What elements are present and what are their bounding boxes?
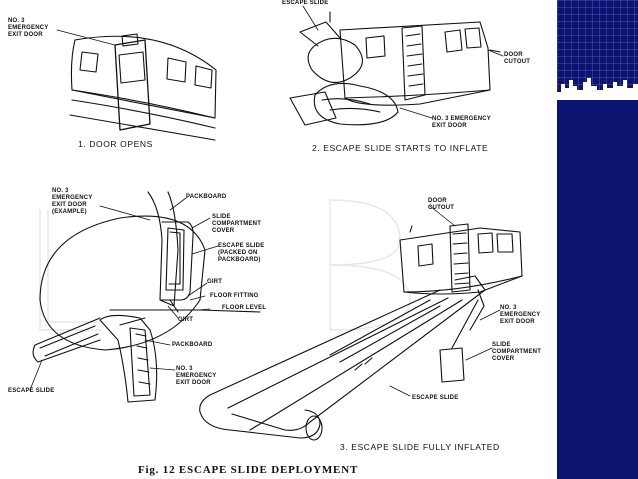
label-slide-compartment-cover-panel4: SLIDE COMPARTMENT COVER xyxy=(492,342,542,362)
label-floor-level: FLOOR LEVEL xyxy=(222,305,267,311)
watermark xyxy=(39,199,411,331)
label-slide-compartment-cover: SLIDE COMPARTMENT COVER xyxy=(212,214,262,234)
sidebar-art xyxy=(557,0,638,479)
label-girt-lower: GIRT xyxy=(178,317,194,323)
caption-slide-starts-to-inflate: 2. ESCAPE SLIDE STARTS TO INFLATE xyxy=(312,143,489,153)
label-no3-exit-door-example: NO. 3 EMERGENCY EXIT DOOR (EXAMPLE) xyxy=(52,188,93,215)
line-art xyxy=(29,5,523,441)
panel-door-opens xyxy=(69,33,217,141)
label-packboard-bottom: PACKBOARD xyxy=(172,342,213,348)
label-escape-slide-packed: ESCAPE SLIDE (PACKED ON PACKBOARD) xyxy=(218,243,265,263)
label-escape-slide-panel2: ESCAPE SLIDE xyxy=(282,0,329,6)
label-door-cutout-panel4: DOOR CUTOUT xyxy=(428,198,455,211)
label-escape-slide-lower: ESCAPE SLIDE xyxy=(8,388,55,394)
label-girt-upper: GIRT xyxy=(207,279,223,285)
label-no3-exit-door-panel1: NO. 3 EMERGENCY EXIT DOOR xyxy=(8,18,49,38)
label-door-cutout-panel2: DOOR CUTOUT xyxy=(504,52,531,65)
caption-door-opens: 1. DOOR OPENS xyxy=(78,139,153,149)
skyline xyxy=(557,78,638,100)
panel-slide-inflating xyxy=(289,11,501,126)
figure-title: Fig. 12 ESCAPE SLIDE DEPLOYMENT xyxy=(138,464,359,476)
caption-slide-fully-inflated: 3. ESCAPE SLIDE FULLY INFLATED xyxy=(340,442,500,452)
label-no3-exit-door-panel4: NO. 3 EMERGENCY EXIT DOOR xyxy=(500,305,541,325)
label-floor-fitting: FLOOR FITTING xyxy=(210,293,259,299)
label-no3-exit-door-panel2: NO. 3 EMERGENCY EXIT DOOR xyxy=(432,116,492,129)
label-packboard-top: PACKBOARD xyxy=(186,194,227,200)
label-escape-slide-panel4: ESCAPE SLIDE xyxy=(412,395,459,401)
label-no3-exit-door-lower: NO. 3 EMERGENCY EXIT DOOR xyxy=(176,366,217,386)
leader-lines xyxy=(29,5,504,397)
panel-slide-inflated xyxy=(199,223,523,441)
decorative-sidebar xyxy=(557,0,638,479)
